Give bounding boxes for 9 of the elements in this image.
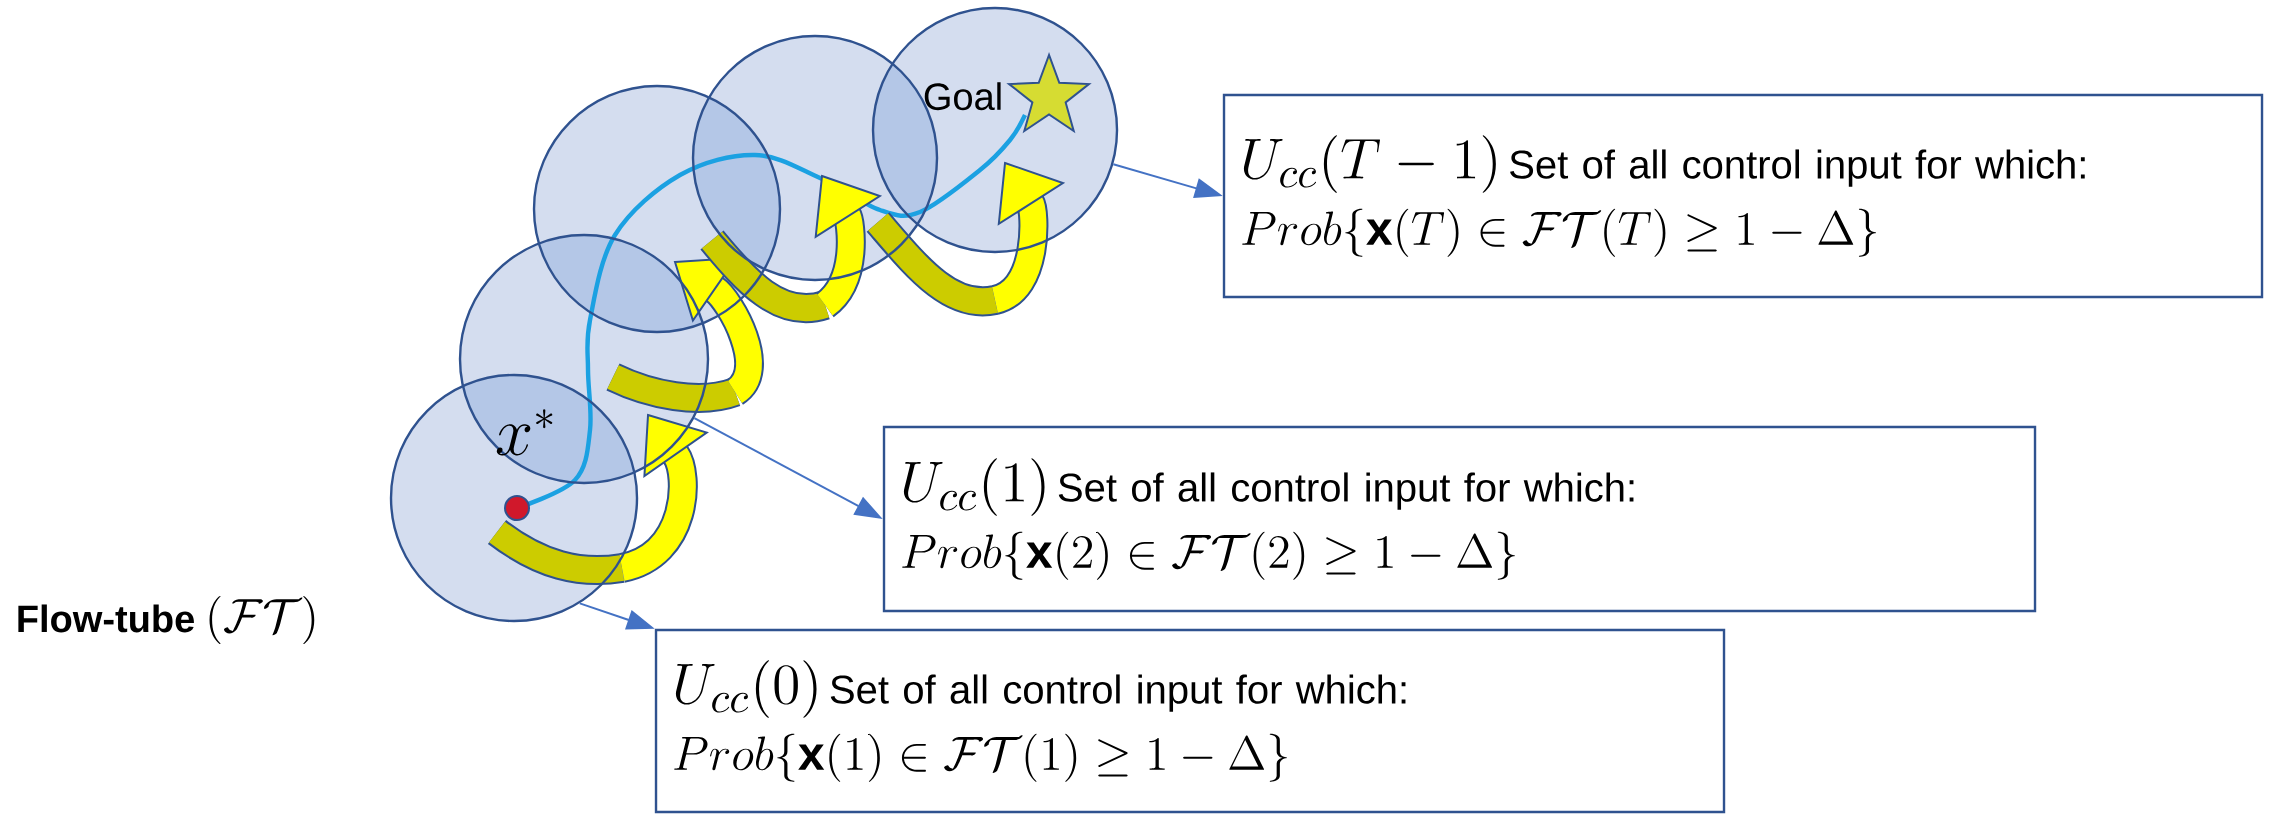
caption-formula: $(\mathcal{FT})$ xyxy=(209,596,315,645)
condition-box: $U_{cc}(1)$ Set of all control input for which: $Prob\{\mathbf{x}(2) \in \mathcal{FT}(2) \geq 1-\Delta\}$ xyxy=(882,425,2037,613)
caption-text: Flow-tube xyxy=(18,604,194,633)
condition-box: $U_{cc}(0)$ Set of all control input for which: $Prob\{\mathbf{x}(1) \in \mathcal{FT}(1) \geq 1-\Delta\}$ xyxy=(654,628,1726,814)
tube-circle xyxy=(532,84,782,334)
tube-circle xyxy=(458,233,710,485)
point-label: $x^*$ xyxy=(496,409,553,456)
tube-circle xyxy=(389,373,639,623)
condition-box: $U_{cc}(T-1)$ Set of all control input for which: $Prob\{\mathbf{x}(T) \in \mathcal{FT}(T) \geq 1-\Delta\}$ xyxy=(1222,93,2264,299)
